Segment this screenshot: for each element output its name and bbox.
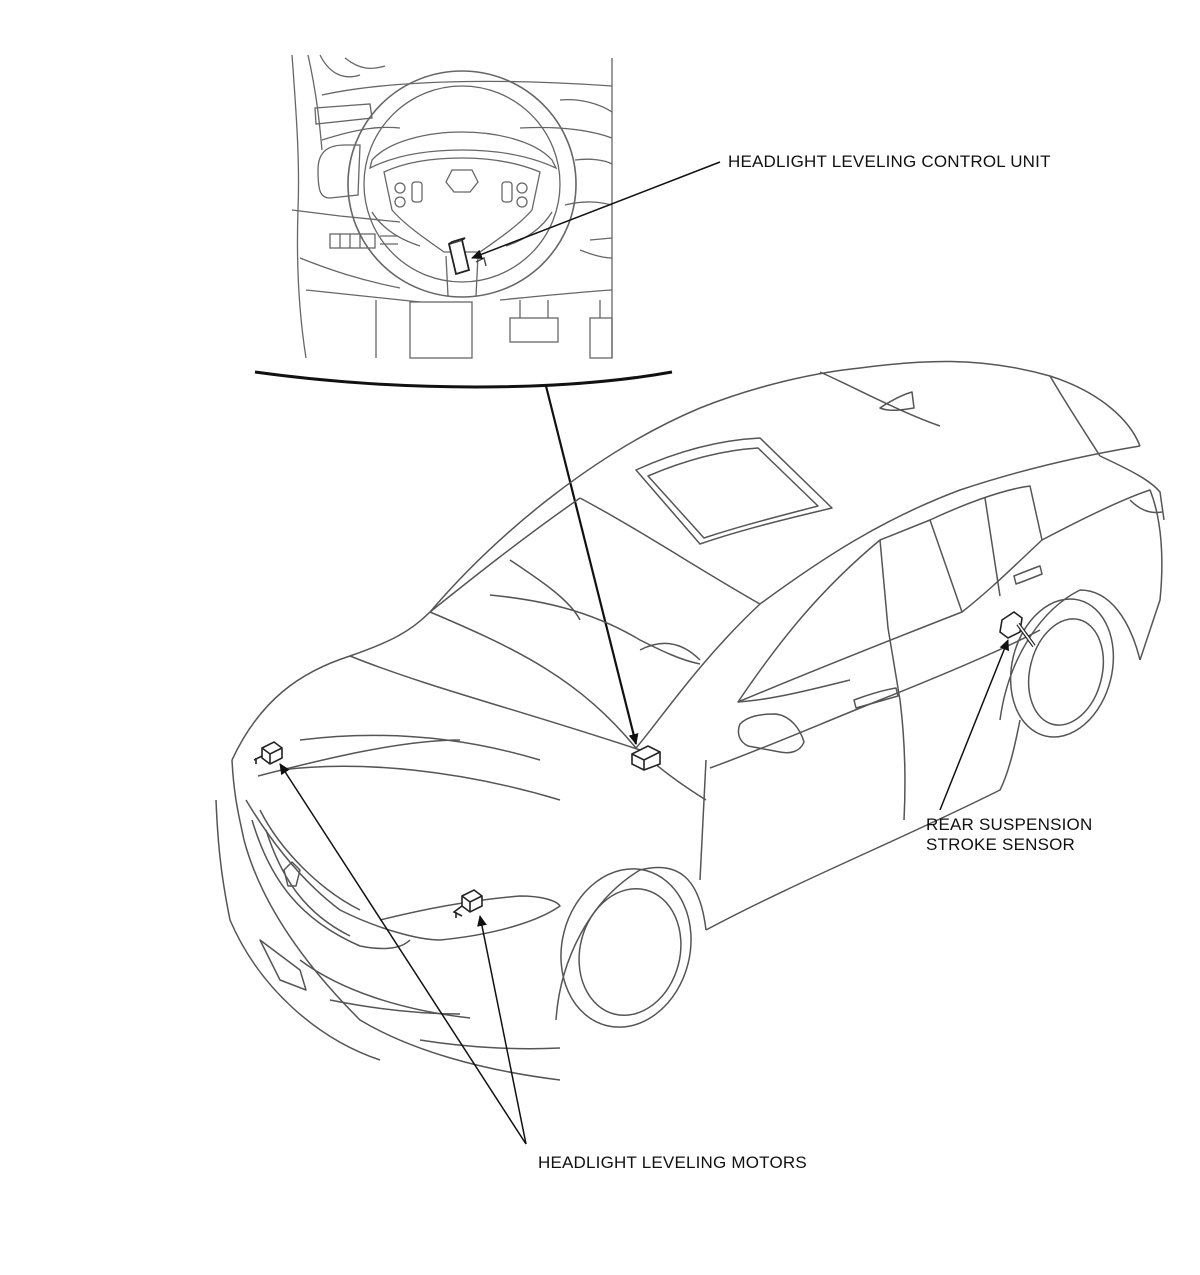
steering-wheel-inset	[291, 54, 613, 359]
rear-sensor-label-line2: STROKE SENSOR	[926, 835, 1076, 854]
headlight-motor-right-icon	[452, 889, 483, 918]
control-unit-bracket-icon	[475, 256, 487, 267]
inset-divider-line	[254, 370, 673, 389]
headlight-motor-left-icon	[253, 741, 283, 765]
rear-sensor-leader	[939, 639, 1009, 811]
rear-sensor-label-line1: REAR SUSPENSION	[926, 815, 1093, 834]
control-unit-inset-icon	[447, 237, 471, 276]
inset-callout-leader	[544, 385, 639, 745]
motors-leader-right	[477, 915, 527, 1145]
control-unit-label: HEADLIGHT LEVELING CONTROL UNIT	[728, 152, 1051, 171]
control-unit-leader	[471, 161, 721, 260]
motors-leader-left	[279, 763, 527, 1145]
rear-stroke-sensor-icon	[999, 611, 1036, 648]
motors-label: HEADLIGHT LEVELING MOTORS	[538, 1153, 807, 1172]
control-unit-car-icon	[631, 745, 661, 771]
car-body-outline	[215, 360, 1165, 1081]
rear-sensor-label: REAR SUSPENSION STROKE SENSOR	[926, 815, 1092, 855]
